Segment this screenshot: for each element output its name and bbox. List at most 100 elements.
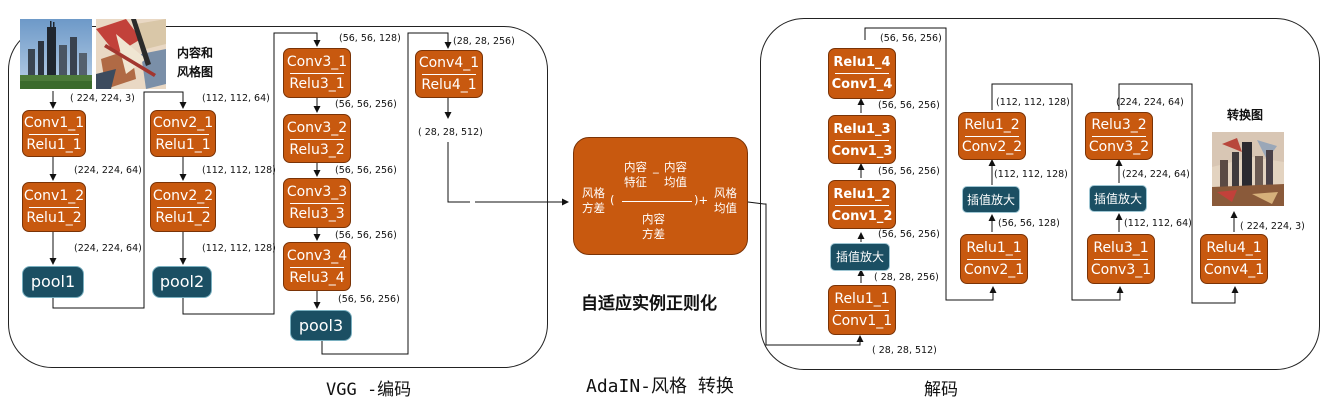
enc-block-3-4: Conv3_4 Relu3_4 [283,242,351,291]
dim-e-c3b: (56, 56, 256) [335,165,397,176]
dec-block-1-2: Relu1_3 Conv1_3 [828,115,896,164]
enc-pool3: pool3 [290,310,352,341]
dim-d-d: (56, 56, 256) [878,100,940,111]
dec-block-1-1-top: Relu1_4 [833,55,891,70]
dec-block-1-4-bottom: Conv1_1 [831,313,893,329]
dec-block-2-1-top: Relu1_2 [964,117,1020,133]
dim-d3-b: (224, 224, 64) [1122,169,1190,180]
adain-fraction-bar [622,201,692,202]
dim-e-in: ( 224, 224, 3) [70,93,135,104]
enc-block-1-2-top: Conv1_2 [23,188,85,204]
dec-block-2-2-top: Relu1_1 [966,240,1022,256]
dec-block-1-1: Relu1_4 Conv1_4 [828,48,896,99]
dim-d2-c: (112, 112, 128) [996,97,1070,108]
dec-block-1-4-top: Relu1_1 [834,291,890,307]
dec-block-4-1: Relu4_1 Conv4_1 [1200,234,1268,284]
enc-block-3-2: Conv3_2 Relu3_2 [283,114,351,163]
enc-block-1-2-bottom: Relu1_2 [26,210,82,226]
decoder-panel [760,18,1320,370]
enc-block-1-1-bottom: Relu1_1 [26,137,82,153]
output-image [1212,132,1284,206]
dec-upsample-1: 插值放大 [830,243,890,271]
enc-block-2-2-top: Conv2_2 [152,188,214,204]
encoder-panel [8,26,548,368]
style-image [96,19,166,89]
dec-block-1-2-bottom: Conv1_3 [831,144,893,159]
dim-d-in: ( 28, 28, 512) [872,345,937,356]
content-style-label: 内容和 风格图 [177,46,214,79]
dec-block-1-4: Relu1_1 Conv1_1 [828,285,896,335]
dec-block-1-1-bottom: Conv1_4 [831,77,893,92]
adain-content-feat: 内容 特征 [624,160,647,189]
dim-e-c3in: (56, 56, 128) [339,33,401,44]
enc-block-4-1-top: Conv4_1 [418,55,480,71]
enc-block-4-1: Conv4_1 Relu4_1 [415,50,483,98]
adain-caption-bottom: AdaIN-风格 转换 [586,376,734,397]
dim-d-c: (56, 56, 256) [878,166,940,177]
enc-block-2-2: Conv2_2 Relu1_2 [150,182,216,232]
city-skyline-image [20,19,92,89]
dim-e-c3c: (56, 56, 256) [335,230,397,241]
enc-pool2: pool2 [152,266,212,298]
dim-e-c1a: (224, 224, 64) [74,165,142,176]
dec-block-3-1-bottom: Conv3_2 [1088,139,1150,155]
adain-caption-top: 自适应实例正则化 [581,294,717,314]
enc-block-3-4-bottom: Relu3_4 [289,270,345,286]
dec-block-3-2: Relu3_1 Conv3_1 [1087,234,1155,284]
dim-e-c2in: (112, 112, 64) [202,93,270,104]
dec-upsample-2: 插值放大 [962,186,1020,213]
dim-e-c4out: ( 28, 28, 512) [418,127,483,138]
dec-block-2-1-bottom: Conv2_2 [961,139,1023,155]
adain-paren-open: ( [610,193,615,207]
dec-block-1-3: Relu1_2 Conv1_2 [828,180,896,229]
enc-pool1: pool1 [22,266,84,298]
enc-block-2-1-top: Conv2_1 [152,115,214,131]
output-image-label: 转换图 [1227,108,1264,122]
enc-block-1-1-top: Conv1_1 [23,115,85,131]
dim-d2-b: (112, 112, 128) [994,169,1068,180]
dim-e-c1b: (224, 224, 64) [74,243,142,254]
enc-block-1-2: Conv1_2 Relu1_2 [22,182,86,232]
dec-block-1-3-bottom: Conv1_2 [831,209,893,224]
dec-block-2-2: Relu1_1 Conv2_1 [960,234,1028,284]
adain-style-mean: 风格 均值 [714,186,737,215]
dim-d4-a: ( 224, 224, 3) [1240,221,1305,232]
encoder-caption: VGG -编码 [326,380,412,400]
enc-block-3-3: Conv3_3 Relu3_3 [283,178,351,228]
dim-d3-a: (112, 112, 64) [1124,218,1192,229]
dim-e-c2a: (112, 112, 128) [202,165,276,176]
dec-upsample-3: 插值放大 [1089,185,1147,212]
adain-block: 风格 方差 ( 内容 特征 _ 内容 均值 内容 方差 )+ 风格 均值 [573,137,748,255]
dim-e-c4in: (28, 28, 256) [453,36,515,47]
stylized-city-image [1212,132,1284,206]
dim-e-c3d: (56, 56, 256) [338,294,400,305]
enc-block-3-1-bottom: Relu3_1 [289,76,345,92]
enc-block-2-2-bottom: Relu1_2 [155,210,211,226]
dim-e-c2b: (112, 112, 128) [202,243,276,254]
dec-block-3-1: Relu3_2 Conv3_2 [1085,112,1153,160]
dim-d-a: ( 28, 28, 256) [874,272,939,283]
enc-block-3-1: Conv3_1 Relu3_1 [283,48,351,98]
enc-block-1-1: Conv1_1 Relu1_1 [22,110,86,157]
dec-block-3-1-top: Relu3_2 [1091,117,1147,133]
adain-content-mean: 内容 均值 [664,160,687,189]
decoder-caption: 解码 [924,380,958,400]
dec-block-2-2-bottom: Conv2_1 [963,262,1025,278]
enc-block-2-1: Conv2_1 Relu1_1 [150,110,216,157]
enc-block-3-2-top: Conv3_2 [286,120,348,136]
dim-d-e: (56, 56, 256) [880,33,942,44]
dec-block-4-1-top: Relu4_1 [1206,240,1262,256]
dec-block-1-3-top: Relu1_2 [833,187,891,202]
adain-style-std: 风格 方差 [582,186,605,215]
content-image [20,19,92,89]
enc-block-3-3-top: Conv3_3 [286,184,348,200]
enc-block-3-1-top: Conv3_1 [286,54,348,70]
enc-block-4-1-bottom: Relu4_1 [421,77,477,93]
enc-block-3-3-bottom: Relu3_3 [289,206,345,222]
enc-block-3-4-top: Conv3_4 [286,248,348,264]
enc-block-2-1-bottom: Relu1_1 [155,137,211,153]
adain-content-std: 内容 方差 [642,212,665,241]
dim-d3-c: (224, 224, 64) [1116,97,1184,108]
dim-d-b: (56, 56, 256) [878,229,940,240]
